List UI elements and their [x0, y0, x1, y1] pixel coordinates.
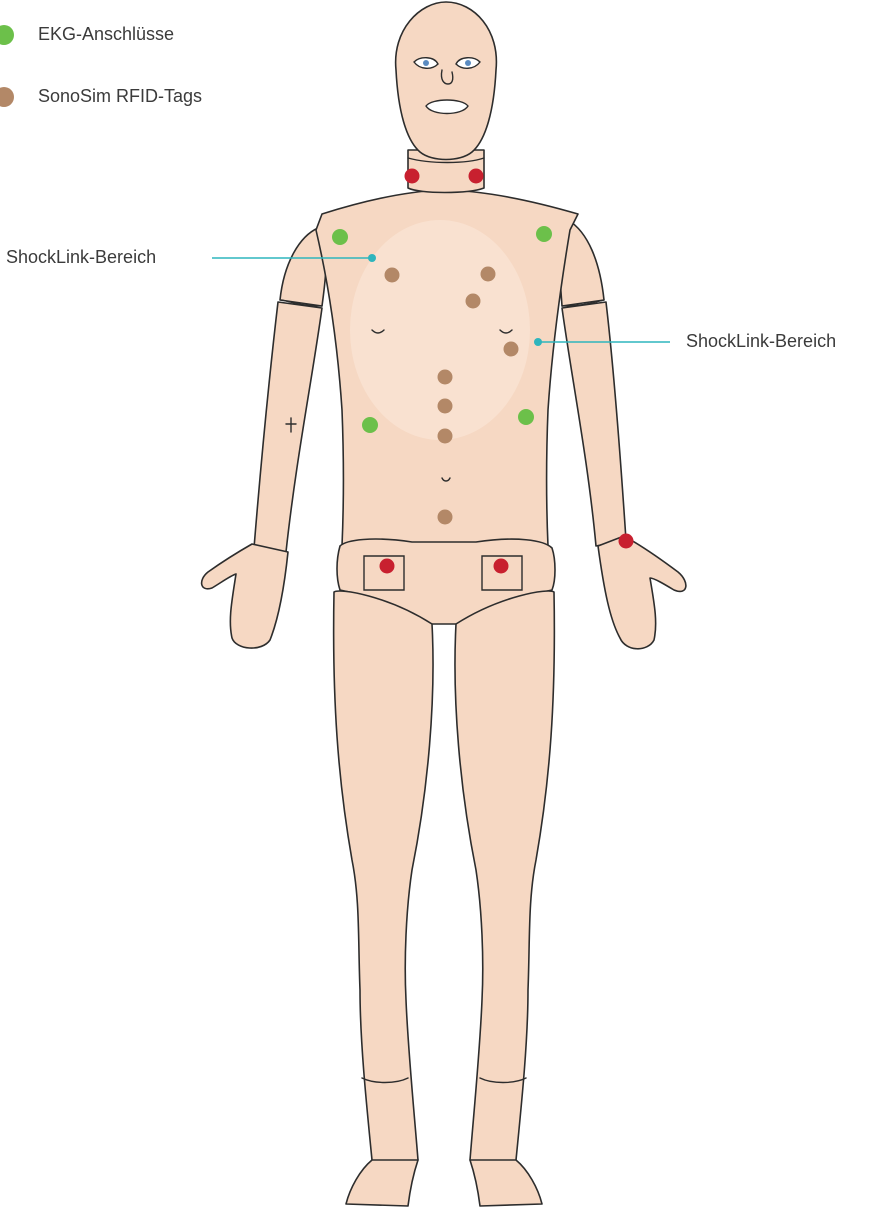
red-marker — [494, 559, 509, 574]
callout-label-right: ShockLink-Bereich — [686, 331, 836, 352]
left-foot — [346, 1160, 418, 1206]
rfid-tag — [466, 294, 481, 309]
red-marker — [405, 169, 420, 184]
ekg-connector — [518, 409, 534, 425]
right-foot — [470, 1160, 542, 1206]
right-leg — [455, 591, 554, 1164]
legend-label-ekg: EKG-Anschlüsse — [38, 24, 174, 45]
rfid-tag — [438, 370, 453, 385]
rfid-tag — [481, 267, 496, 282]
right-callout-endpoint — [534, 338, 542, 346]
left-forearm — [254, 302, 322, 552]
red-marker — [469, 169, 484, 184]
rfid-tag — [438, 399, 453, 414]
callout-label-left: ShockLink-Bereich — [6, 247, 156, 268]
legend-label-rfid: SonoSim RFID-Tags — [38, 86, 202, 107]
ekg-connector — [362, 417, 378, 433]
ekg-connector — [332, 229, 348, 245]
right-forearm — [562, 302, 626, 546]
right-hand — [598, 536, 686, 649]
red-marker — [380, 559, 395, 574]
left-callout-endpoint — [368, 254, 376, 262]
left-leg — [334, 591, 433, 1164]
mouth — [426, 100, 468, 114]
ekg-connector — [536, 226, 552, 242]
left-hand — [202, 544, 288, 648]
rfid-tag — [504, 342, 519, 357]
rfid-tag — [438, 429, 453, 444]
rfid-tag — [385, 268, 400, 283]
rfid-tag — [438, 510, 453, 525]
red-marker — [619, 534, 634, 549]
head — [396, 2, 497, 160]
